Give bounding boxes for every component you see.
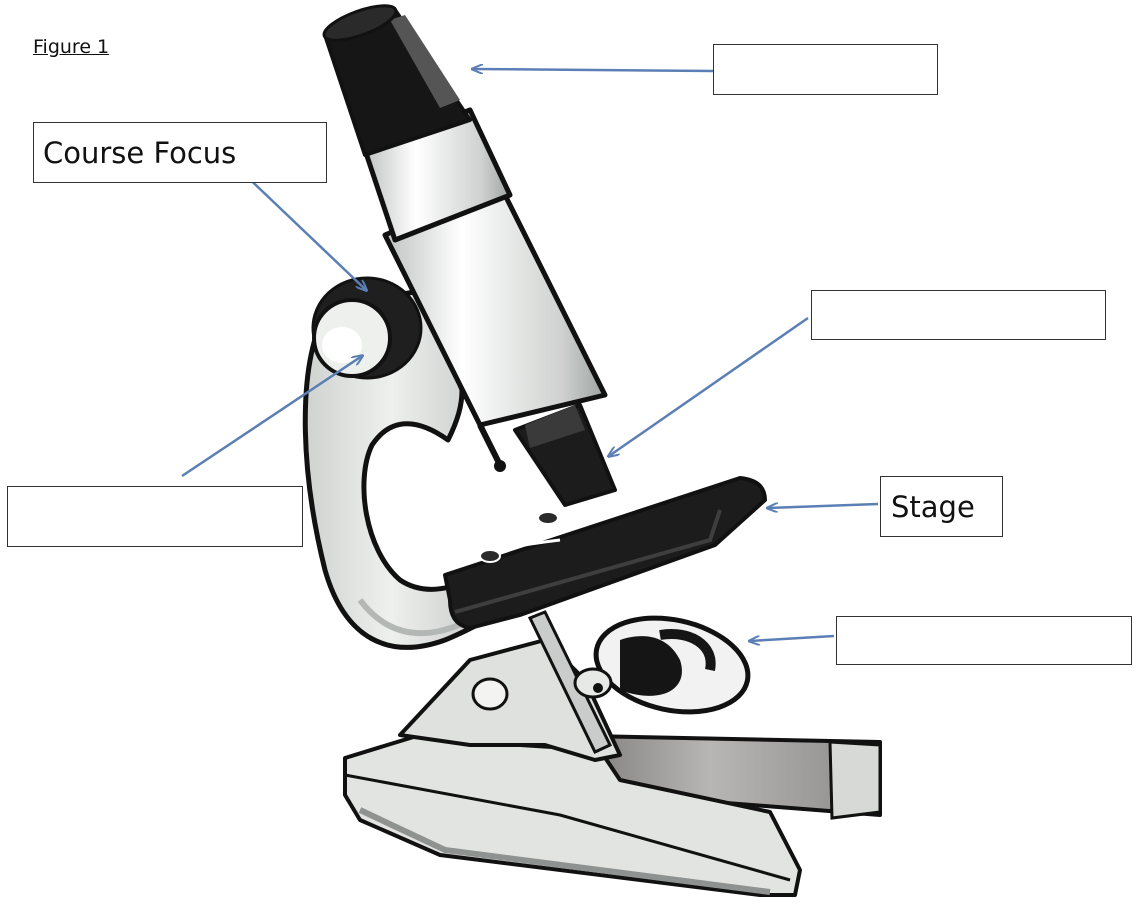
label-box-eyepiece[interactable]: [713, 44, 938, 95]
microscope-stage: [445, 478, 765, 628]
label-stage-text: Stage: [891, 490, 975, 524]
tilt-screw: [473, 679, 507, 709]
objective-lens: [515, 405, 615, 505]
label-box-course-focus[interactable]: Course Focus: [33, 122, 327, 183]
label-course-focus-text: Course Focus: [43, 136, 236, 170]
course-focus-arrow: [240, 170, 366, 290]
course-focus-knob: [313, 278, 421, 378]
mirror-arrow: [750, 636, 834, 641]
mirror: [575, 605, 757, 725]
label-box-stage[interactable]: Stage: [880, 476, 1003, 537]
label-box-mirror[interactable]: [836, 616, 1132, 665]
label-box-fine-focus[interactable]: [7, 486, 303, 547]
stage-arrow: [768, 504, 878, 508]
objective-arrow: [609, 318, 808, 456]
label-box-objective[interactable]: [811, 290, 1106, 340]
eyepiece-arrow: [473, 69, 713, 71]
